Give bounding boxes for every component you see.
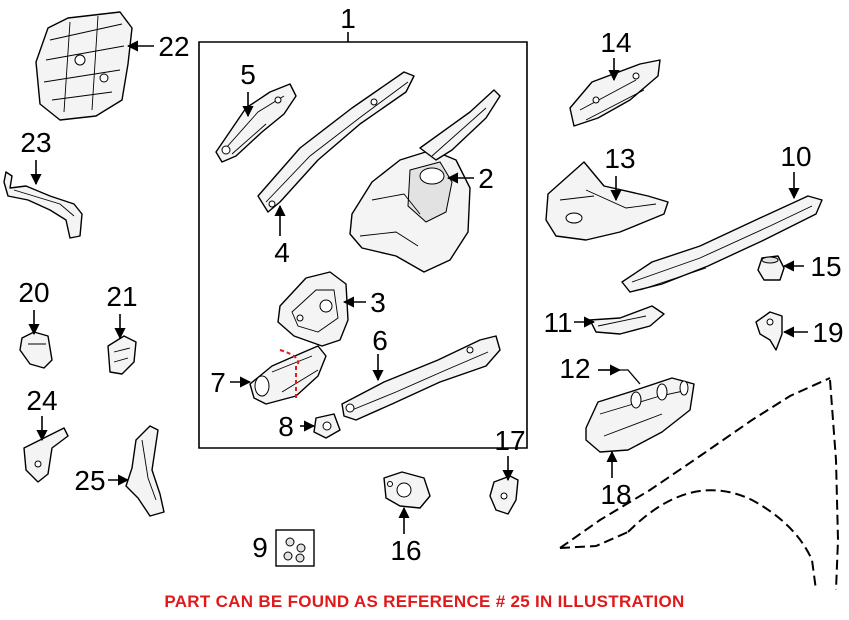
callout-11: 11 bbox=[543, 307, 572, 338]
callout-7: 7 bbox=[210, 367, 226, 398]
callout-15: 15 bbox=[810, 251, 841, 282]
part-21-shape[interactable] bbox=[107, 314, 137, 375]
part-6-shape[interactable] bbox=[341, 335, 501, 421]
callout-3: 3 bbox=[370, 287, 386, 318]
callout-4: 4 bbox=[274, 237, 290, 268]
part-16-shape[interactable] bbox=[383, 471, 431, 534]
part-2-shape[interactable] bbox=[349, 89, 501, 273]
callout-24: 24 bbox=[26, 385, 57, 416]
callout-21: 21 bbox=[106, 281, 137, 312]
part-25-shape[interactable] bbox=[108, 425, 165, 517]
part-10-shape[interactable] bbox=[621, 172, 823, 293]
callout-5: 5 bbox=[240, 59, 256, 90]
callout-6: 6 bbox=[372, 325, 388, 356]
callout-2: 2 bbox=[478, 163, 494, 194]
part-3-shape[interactable] bbox=[277, 271, 366, 347]
callout-20: 20 bbox=[18, 277, 49, 308]
reference-notice: PART CAN BE FOUND AS REFERENCE # 25 IN I… bbox=[164, 592, 685, 611]
part-20-shape[interactable] bbox=[19, 310, 53, 369]
part-11-shape[interactable] bbox=[574, 305, 665, 335]
fender-outline bbox=[559, 377, 840, 591]
part-7-shape[interactable] bbox=[230, 345, 327, 405]
part-5-shape[interactable] bbox=[215, 83, 297, 163]
part-12-pointer bbox=[598, 364, 641, 385]
callout-12: 12 bbox=[559, 353, 590, 384]
callout-1: 1 bbox=[340, 3, 356, 34]
assembly-bracket-1 bbox=[198, 32, 528, 449]
callout-18: 18 bbox=[600, 479, 631, 510]
callout-19: 19 bbox=[812, 317, 843, 348]
callout-10: 10 bbox=[780, 141, 811, 172]
callout-22: 22 bbox=[158, 31, 189, 62]
callout-13: 13 bbox=[604, 143, 635, 174]
part-17-shape[interactable] bbox=[489, 456, 519, 515]
part-14-shape[interactable] bbox=[569, 58, 661, 127]
part-13-shape[interactable] bbox=[545, 161, 669, 241]
callout-8: 8 bbox=[278, 411, 294, 442]
callout-9: 9 bbox=[252, 532, 268, 563]
cut-line bbox=[279, 349, 300, 400]
callout-14: 14 bbox=[600, 27, 631, 58]
part-24-shape[interactable] bbox=[23, 416, 69, 483]
callout-23: 23 bbox=[20, 127, 51, 158]
part-23-shape[interactable] bbox=[3, 160, 83, 239]
part-9-shape[interactable] bbox=[275, 529, 315, 567]
part-4-shape[interactable] bbox=[257, 71, 415, 236]
part-18-shape[interactable] bbox=[585, 377, 695, 478]
part-8-shape[interactable] bbox=[300, 413, 341, 439]
part-22-shape[interactable] bbox=[35, 11, 154, 121]
callout-16: 16 bbox=[390, 535, 421, 566]
callout-17: 17 bbox=[494, 425, 525, 456]
part-15-shape[interactable] bbox=[757, 255, 804, 281]
callout-25: 25 bbox=[74, 465, 105, 496]
part-19-shape[interactable] bbox=[755, 311, 808, 351]
